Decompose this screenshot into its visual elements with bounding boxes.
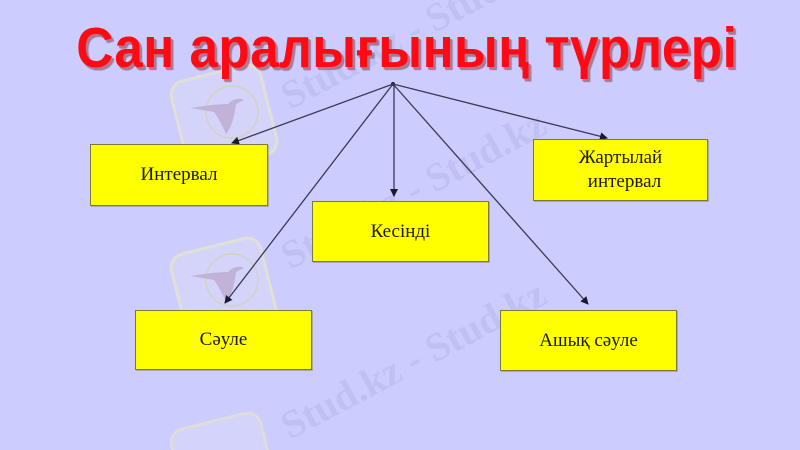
node-zhartylai-label-line2: интервал — [587, 171, 662, 192]
node-saule: Сәуле — [135, 310, 312, 370]
arrow-to-interval — [231, 83, 394, 145]
node-interval-label: Интервал — [140, 164, 218, 185]
slide-title: Сан аралығының түрлері — [76, 16, 738, 80]
node-interval: Интервал — [90, 144, 268, 206]
node-kesindi: Кесінді — [312, 201, 489, 262]
node-zhartylai-label-line1: Жартылай — [578, 147, 663, 168]
node-saule-label: Сәуле — [199, 329, 248, 350]
node-kesindi-label: Кесінді — [370, 220, 431, 242]
node-ashyk-saule: Ашық сәуле — [500, 310, 677, 371]
arrow-to-ashyk-saule — [392, 83, 589, 305]
arrow-to-saule — [224, 83, 394, 304]
node-ashyk-saule-label: Ашық сәуле — [539, 329, 638, 351]
arrow-to-zhartylai — [392, 83, 608, 141]
node-zhartylai-interval: Жартылай интервал — [533, 139, 708, 201]
